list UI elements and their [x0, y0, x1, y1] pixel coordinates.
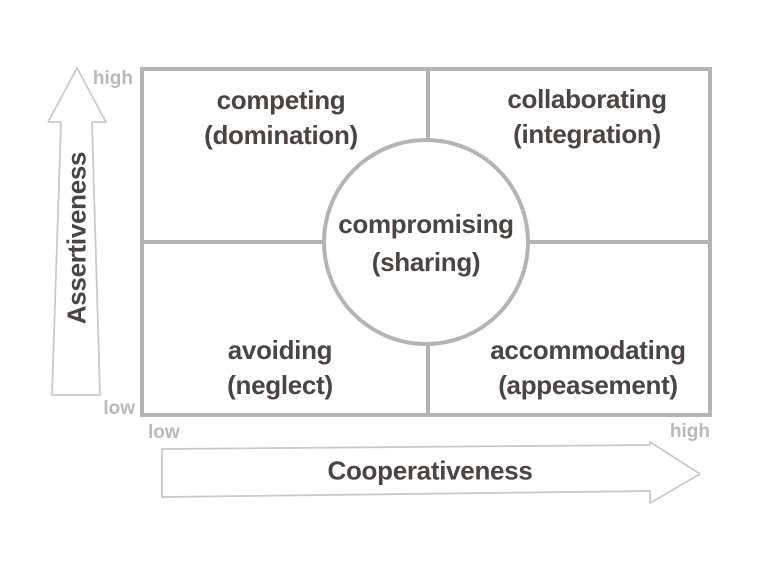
quadrant-collaborating: collaborating (integration) [507, 82, 667, 152]
quadrant-competing-label: competing [216, 85, 346, 115]
quadrant-collaborating-label: collaborating [507, 84, 667, 114]
quadrant-avoiding-sub: (neglect) [227, 370, 333, 400]
y-axis-title: Assertiveness [61, 151, 92, 325]
center-compromising-label: compromising [338, 209, 514, 239]
x-axis-title: Cooperativeness [327, 455, 533, 486]
quadrant-accommodating-label: accommodating [490, 335, 686, 365]
quadrant-collaborating-sub: (integration) [513, 119, 661, 149]
quadrant-accommodating-sub: (appeasement) [498, 370, 678, 400]
x-axis-high-tick: high [669, 421, 710, 442]
quadrant-competing-sub: (domination) [204, 120, 358, 150]
quadrant-competing: competing (domination) [204, 83, 358, 153]
quadrant-avoiding: avoiding (neglect) [227, 333, 333, 403]
cooperativeness-axis-arrow [161, 441, 701, 504]
quadrant-accommodating: accommodating (appeasement) [490, 333, 686, 403]
x-axis-low-tick: low [148, 422, 180, 443]
y-axis-high-tick: high [92, 68, 133, 89]
center-circle [322, 138, 530, 346]
quadrant-avoiding-label: avoiding [227, 335, 333, 365]
center-compromising: compromising (sharing) [338, 205, 514, 281]
y-axis-low-tick: low [103, 398, 135, 419]
center-compromising-sub: (sharing) [371, 247, 481, 277]
assertiveness-axis-arrow [47, 67, 107, 396]
